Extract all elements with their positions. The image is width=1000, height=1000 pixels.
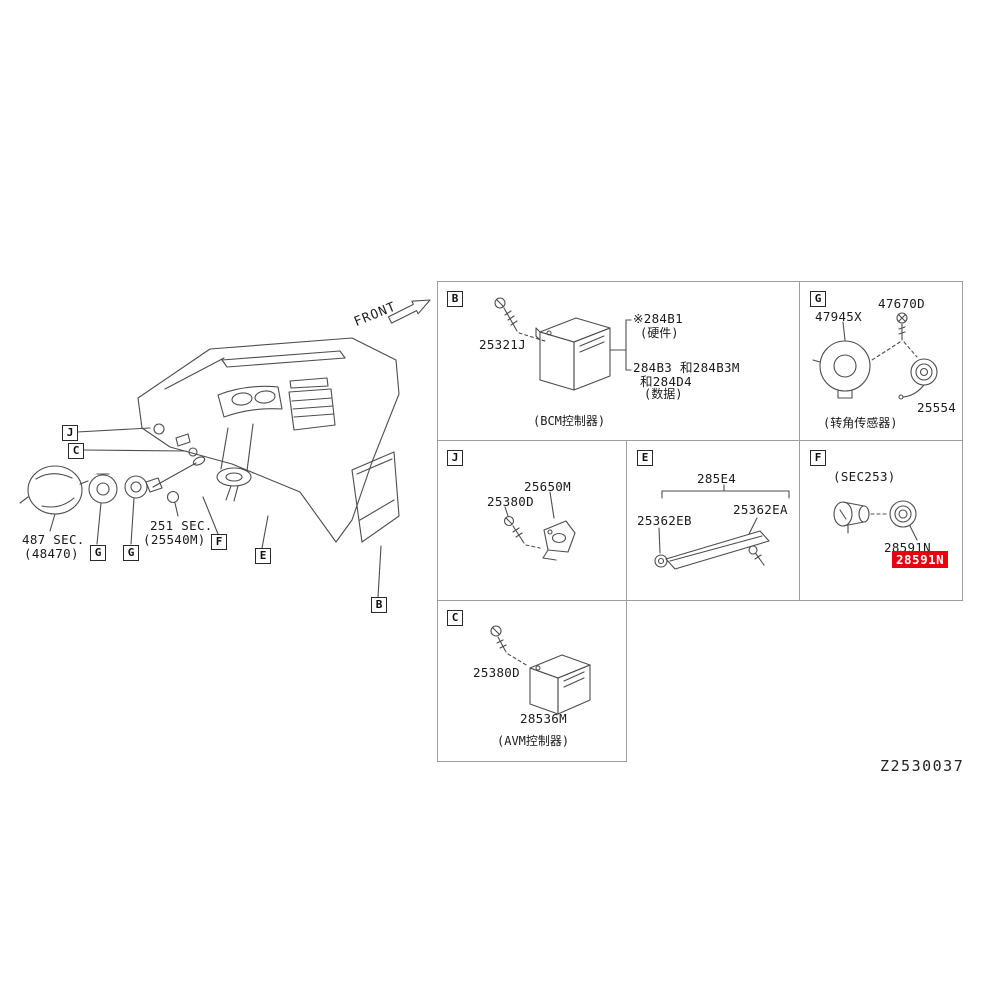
part-number-47945x: 47945X xyxy=(815,309,862,324)
section-251-label: 251 SEC. xyxy=(150,518,213,533)
section-487-label: 487 SEC. xyxy=(22,532,85,547)
callout-b: B xyxy=(371,597,387,613)
callout-g1: G xyxy=(90,545,106,561)
front-direction-label: FRONT xyxy=(352,299,399,330)
panel-b-caption: (BCM控制器) xyxy=(533,414,606,428)
part-number-25321j: 25321J xyxy=(479,337,526,352)
part-number-28536m: 28536M xyxy=(520,711,567,726)
panel-c-tag: C xyxy=(447,610,463,626)
callout-j: J xyxy=(62,425,78,441)
sensor-ring xyxy=(124,475,148,499)
panel-f-frame xyxy=(799,440,963,601)
part-note-284b1: (硬件) xyxy=(640,326,679,340)
part-number-285e4: 285E4 xyxy=(697,471,737,486)
leader-lines xyxy=(49,427,382,598)
part-number-25380d-j: 25380D xyxy=(487,494,534,509)
panel-j-tag: J xyxy=(447,450,463,466)
panel-b-tag: B xyxy=(447,291,463,307)
diagram-code: Z2530037 xyxy=(880,757,965,775)
panel-j-frame xyxy=(437,440,627,601)
section-251-number: (25540M) xyxy=(143,532,206,547)
section-253-label: (SEC253) xyxy=(833,469,896,484)
panel-g-caption: (转角传感器) xyxy=(823,416,898,430)
part-number-25554: 25554 xyxy=(917,400,957,415)
callout-g2: G xyxy=(123,545,139,561)
part-number-284d4: 和284D4 xyxy=(640,374,692,389)
clock-spring-ring xyxy=(88,473,118,504)
callout-e: E xyxy=(255,548,271,564)
section-487-number: (48470) xyxy=(24,546,79,561)
part-note-284d4: (数据) xyxy=(644,387,683,401)
callout-f: F xyxy=(211,534,227,550)
part-number-47670d: 47670D xyxy=(878,296,925,311)
panel-e-tag: E xyxy=(637,450,653,466)
panel-g-tag: G xyxy=(810,291,826,307)
part-number-284b1: ※284B1 xyxy=(633,311,683,326)
part-number-25362ea: 25362EA xyxy=(733,502,788,517)
callout-c: C xyxy=(68,443,84,459)
column-shroud xyxy=(19,465,89,515)
panel-c-frame xyxy=(437,600,627,762)
part-number-25650m: 25650M xyxy=(524,479,571,494)
part-number-25380d-c: 25380D xyxy=(473,665,520,680)
panel-b-frame xyxy=(437,281,800,441)
panel-c-caption: (AVM控制器) xyxy=(497,734,570,748)
part-number-25362eb: 25362EB xyxy=(637,513,692,528)
highlighted-part-28591n: 28591N xyxy=(892,551,949,568)
combination-switch xyxy=(145,456,206,504)
panel-f-tag: F xyxy=(810,450,826,466)
part-number-284b3: 284B3 和284B3M xyxy=(633,360,740,375)
